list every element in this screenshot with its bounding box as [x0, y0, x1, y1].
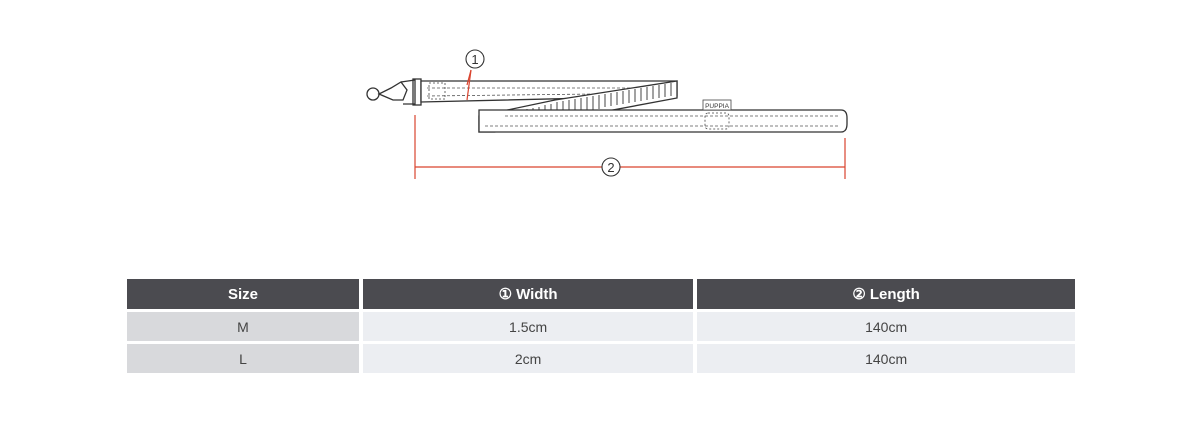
table-row: M 1.5cm 140cm	[127, 312, 1075, 341]
brand-tag: PUPPIA	[702, 99, 732, 111]
header-width-label: Width	[516, 286, 558, 303]
cell-width: 2cm	[363, 344, 694, 373]
width-marker-label: 1	[471, 52, 478, 67]
cell-width: 1.5cm	[363, 312, 694, 341]
circled-one-icon: ①	[498, 286, 513, 303]
cell-size: M	[127, 312, 359, 341]
leash-strap-lower	[478, 109, 848, 133]
header-size: Size	[127, 279, 359, 309]
length-marker-label: 2	[607, 160, 614, 175]
width-marker: 1	[465, 49, 485, 101]
snap-hook-icon	[366, 78, 422, 106]
table-row: L 2cm 140cm	[127, 344, 1075, 373]
leash-diagram: PUPPIA 1 2	[366, 49, 848, 179]
header-length-label: Length	[869, 286, 920, 303]
circled-two-icon: ②	[852, 286, 866, 303]
length-marker: 2	[414, 115, 846, 179]
cell-length: 140cm	[697, 312, 1075, 341]
header-size-label: Size	[227, 285, 258, 303]
brand-tag-label: PUPPIA	[705, 103, 730, 110]
cell-length: 140cm	[697, 344, 1075, 373]
cell-size: L	[127, 344, 359, 373]
